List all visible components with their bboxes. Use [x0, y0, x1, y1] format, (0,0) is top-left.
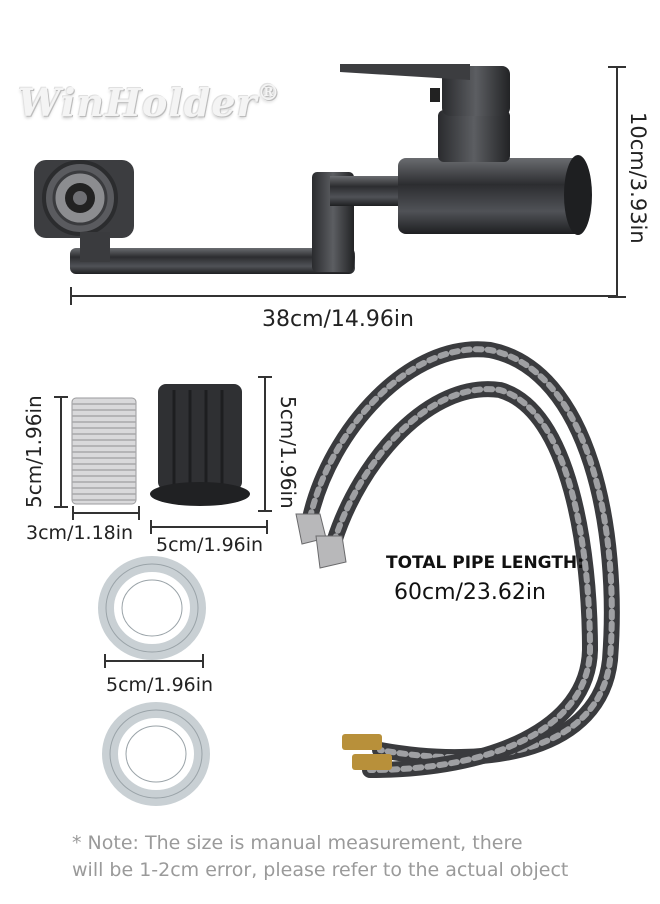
base-width-dimension-line — [150, 526, 268, 528]
base-width-cap-left — [150, 520, 152, 534]
height-dimension-cap-top — [608, 66, 626, 68]
pipe-length-value: 60cm/23.62in — [394, 580, 546, 605]
length-dimension-cap-left — [70, 287, 72, 305]
faucet-height-label: 10cm/3.93in — [626, 112, 650, 244]
sleeve-width-dimension-line — [72, 512, 140, 514]
brand-trademark: ® — [257, 80, 281, 106]
sleeve-width-cap-left — [72, 506, 74, 520]
ring-dimension-cap-right — [202, 654, 204, 668]
base-height-dimension-line — [264, 376, 266, 512]
base-height-cap-top — [258, 376, 272, 378]
sleeve-height-label: 5cm/1.96in — [22, 395, 46, 508]
note-line-2: will be 1-2cm error, please refer to the… — [72, 859, 569, 881]
ring-dimension-cap-left — [104, 654, 106, 668]
base-width-cap-right — [266, 520, 268, 534]
sleeve-height-dimension-line — [60, 396, 62, 508]
measurement-note: * Note: The size is manual measurement, … — [72, 830, 632, 884]
height-dimension-line — [616, 66, 618, 298]
height-dimension-cap-bottom — [608, 296, 626, 298]
braided-hoses-image — [295, 341, 620, 778]
base-width-label: 5cm/1.96in — [156, 534, 264, 556]
note-line-1: * Note: The size is manual measurement, … — [72, 832, 523, 854]
faucet-length-label: 38cm/14.96in — [262, 307, 414, 332]
sleeve-width-label: 3cm/1.18in — [26, 522, 134, 544]
faucet-image — [34, 64, 592, 274]
length-dimension-line — [70, 295, 618, 297]
threaded-sleeve-image — [71, 397, 137, 505]
brand-watermark: WinHolder® — [18, 80, 281, 125]
ring-dimension-line — [104, 660, 204, 662]
sleeve-height-cap-top — [54, 396, 68, 398]
ring-diameter-label: 5cm/1.96in — [106, 674, 214, 696]
mounting-base-image — [150, 384, 250, 506]
rubber-ring-bottom-image — [102, 702, 210, 806]
rubber-ring-top-image — [98, 556, 206, 660]
pipe-length-title: TOTAL PIPE LENGTH: — [386, 553, 584, 573]
base-height-cap-bottom — [258, 510, 272, 512]
sleeve-width-cap-right — [138, 506, 140, 520]
brand-name: WinHolder — [18, 80, 258, 125]
sleeve-height-cap-bottom — [54, 506, 68, 508]
